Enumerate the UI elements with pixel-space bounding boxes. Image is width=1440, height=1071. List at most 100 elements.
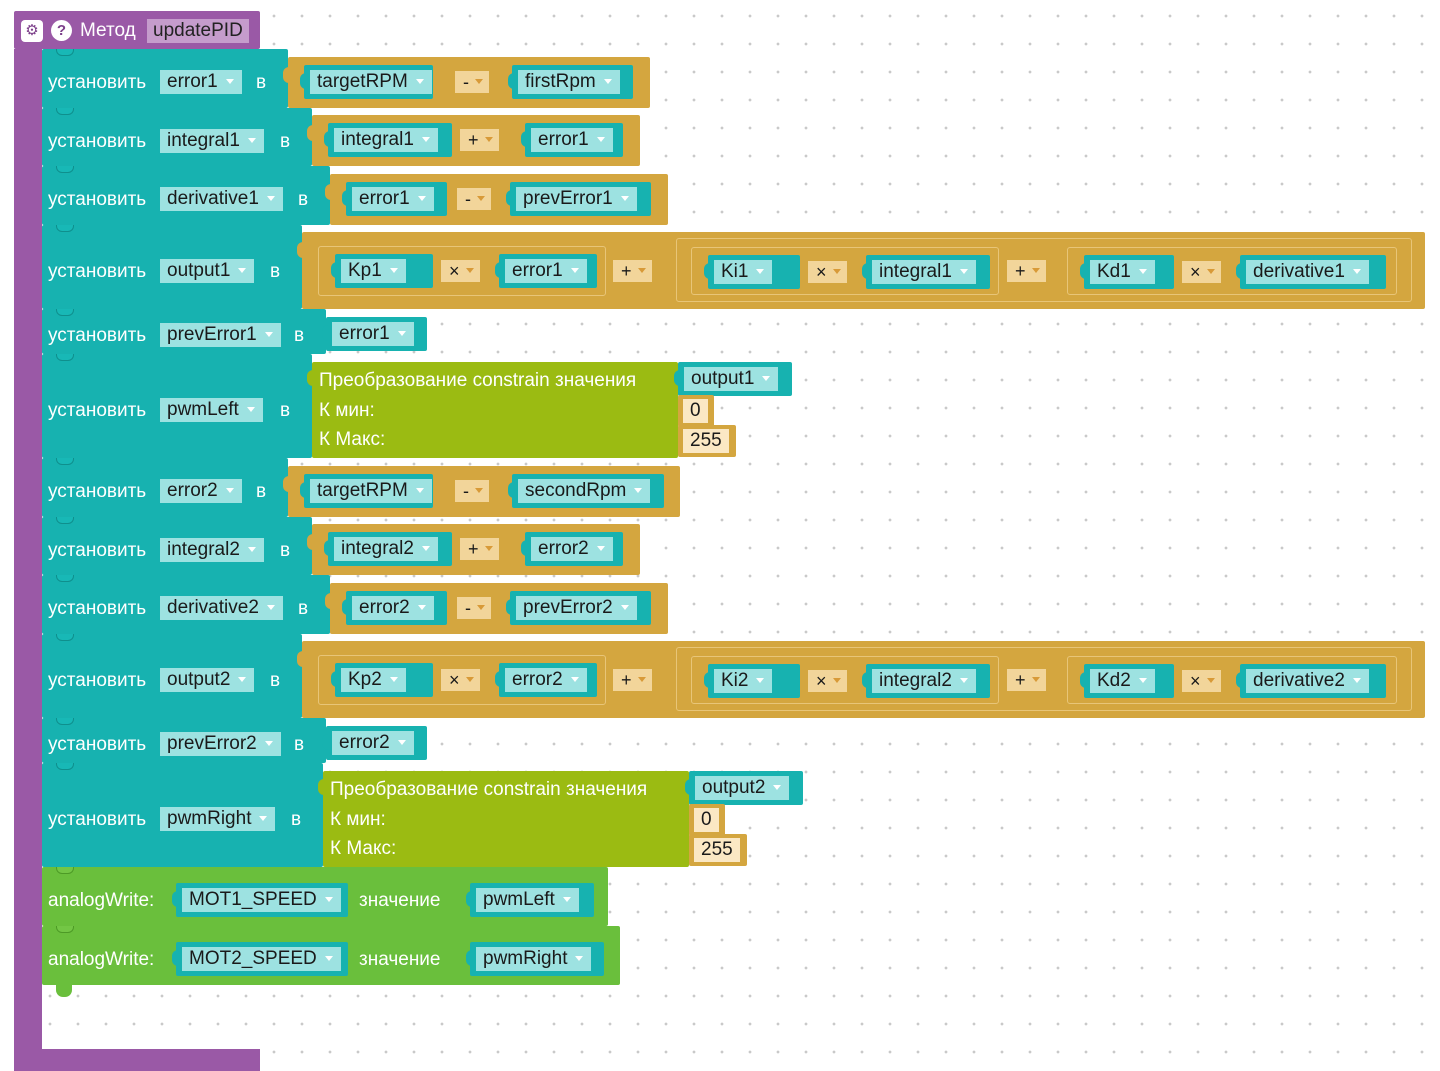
gear-icon[interactable]: ⚙ [21, 20, 43, 42]
variable-block-MOT2_SPEED[interactable]: MOT2_SPEED [172, 942, 348, 976]
math-times-block-Kp2-error2[interactable]: Kp2 × error2 [318, 655, 606, 705]
variable-block-integral2[interactable]: integral2 [324, 532, 452, 566]
variable-block-error1[interactable]: error1 [342, 182, 447, 216]
constrain-block[interactable]: Преобразование constrain значения К мин:… [307, 362, 678, 458]
variable-block-Ki1[interactable]: Ki1 [704, 255, 800, 289]
variable-block-derivative2[interactable]: derivative2 [1236, 664, 1386, 698]
variable-dropdown[interactable]: Kd1 [1090, 260, 1155, 284]
constrain-block[interactable]: Преобразование constrain значения К мин:… [318, 771, 689, 867]
variable-dropdown[interactable]: output1 [684, 367, 779, 391]
variable-dropdown[interactable]: secondRpm [518, 479, 651, 503]
variable-block-error2[interactable]: error2 [322, 726, 427, 760]
set-block-pwmRight[interactable]: установить pwmRight в [42, 763, 323, 867]
operator-dropdown-times[interactable]: × [808, 261, 847, 283]
variable-dropdown[interactable]: integral2 [872, 669, 976, 693]
operator-dropdown-plus[interactable]: + [613, 260, 652, 282]
variable-dropdown[interactable]: Ki1 [714, 260, 773, 284]
variable-dropdown[interactable]: error2 [332, 731, 414, 755]
variable-dropdown[interactable]: error2 [160, 479, 242, 503]
variable-dropdown[interactable]: prevError2 [160, 732, 281, 756]
variable-block-error2[interactable]: error2 [342, 591, 447, 625]
variable-dropdown[interactable]: error2 [352, 596, 434, 620]
variable-dropdown[interactable]: pwmLeft [476, 888, 579, 912]
variable-dropdown[interactable]: error2 [505, 668, 587, 692]
variable-block-prevError2[interactable]: prevError2 [506, 591, 651, 625]
variable-dropdown[interactable]: integral1 [160, 129, 264, 153]
variable-block-error2[interactable]: error2 [495, 663, 597, 697]
operator-dropdown-plus[interactable]: + [460, 538, 499, 560]
variable-block-output2[interactable]: output2 [685, 771, 803, 805]
variable-block-Kp1[interactable]: Kp1 [331, 254, 433, 288]
number-block-max[interactable]: 255 [678, 425, 736, 457]
set-block-derivative2[interactable]: установить derivative2 в [42, 575, 330, 634]
variable-dropdown[interactable]: prevError1 [516, 187, 637, 211]
variable-dropdown[interactable]: error1 [531, 128, 613, 152]
analogwrite-block-2[interactable]: analogWrite: MOT2_SPEED значение pwmRigh… [42, 926, 620, 985]
math-plus-block[interactable]: integral1 + error1 [307, 115, 640, 166]
math-times-block-Ki1-integral1[interactable]: Ki1 × integral1 [691, 247, 999, 295]
operator-dropdown-minus[interactable]: - [457, 597, 491, 619]
set-block-prevError2[interactable]: установить prevError2 в [42, 718, 326, 763]
operator-dropdown-times[interactable]: × [808, 670, 847, 692]
number-field[interactable]: 0 [683, 399, 708, 423]
variable-dropdown[interactable]: integral1 [334, 128, 438, 152]
variable-block-integral1[interactable]: integral1 [324, 123, 452, 157]
variable-dropdown[interactable]: prevError2 [516, 596, 637, 620]
variable-block-error1[interactable]: error1 [322, 317, 427, 351]
variable-dropdown[interactable]: Kp2 [341, 668, 406, 692]
variable-block-error2[interactable]: error2 [521, 532, 623, 566]
variable-dropdown[interactable]: MOT2_SPEED [182, 947, 341, 971]
variable-block-pwmRight[interactable]: pwmRight [466, 942, 604, 976]
operator-dropdown-times[interactable]: × [441, 260, 480, 282]
variable-dropdown[interactable]: pwmRight [476, 947, 592, 971]
operator-dropdown-minus[interactable]: - [455, 71, 489, 93]
variable-block-error1[interactable]: error1 [521, 123, 623, 157]
operator-dropdown-plus[interactable]: + [460, 129, 499, 151]
help-icon[interactable]: ? [51, 20, 72, 41]
variable-block-pwmLeft[interactable]: pwmLeft [466, 883, 594, 917]
variable-block-output1[interactable]: output1 [674, 362, 792, 396]
variable-dropdown[interactable]: Kd2 [1090, 669, 1155, 693]
variable-dropdown[interactable]: error1 [160, 70, 242, 94]
variable-block-integral2[interactable]: integral2 [862, 664, 990, 698]
set-block-output1[interactable]: установить output1 в [42, 225, 302, 309]
variable-block-firstRpm[interactable]: firstRpm [508, 65, 633, 99]
math-plus-block-outer[interactable]: Kp2 × error2 + Ki2 × integral2 + Kd2 × d… [297, 641, 1425, 718]
math-plus-block-outer[interactable]: Kp1 × error1 + Ki1 × integral1 + Kd1 × d… [297, 232, 1425, 309]
variable-block-integral1[interactable]: integral1 [862, 255, 990, 289]
variable-dropdown[interactable]: output2 [160, 668, 255, 692]
set-block-integral2[interactable]: установить integral2 в [42, 517, 312, 575]
math-minus-block[interactable]: error2 - prevError2 [325, 583, 668, 634]
set-block-error2[interactable]: установить error2 в [42, 458, 288, 517]
variable-dropdown[interactable]: error1 [505, 259, 587, 283]
math-plus-block-inner[interactable]: Ki1 × integral1 + Kd1 × derivative1 [676, 238, 1412, 302]
set-block-output2[interactable]: установить output2 в [42, 634, 302, 718]
variable-dropdown[interactable]: error1 [352, 187, 434, 211]
math-times-block-Kd2-derivative2[interactable]: Kd2 × derivative2 [1067, 656, 1397, 704]
variable-dropdown[interactable]: Kp1 [341, 259, 406, 283]
variable-block-targetRPM[interactable]: targetRPM [300, 474, 433, 508]
number-block-min[interactable]: 0 [678, 395, 714, 427]
variable-dropdown[interactable]: firstRpm [518, 70, 620, 94]
variable-dropdown[interactable]: prevError1 [160, 323, 281, 347]
variable-dropdown[interactable]: targetRPM [310, 70, 432, 94]
number-field[interactable]: 255 [694, 838, 740, 862]
variable-dropdown[interactable]: derivative1 [1246, 260, 1369, 284]
set-block-integral1[interactable]: установить integral1 в [42, 108, 312, 166]
operator-dropdown-times[interactable]: × [1182, 670, 1221, 692]
operator-dropdown-plus[interactable]: + [1007, 260, 1046, 282]
math-plus-block[interactable]: integral2 + error2 [307, 524, 640, 575]
variable-dropdown[interactable]: targetRPM [310, 479, 432, 503]
variable-dropdown[interactable]: integral1 [872, 260, 976, 284]
variable-block-Ki2[interactable]: Ki2 [704, 664, 800, 698]
math-minus-block[interactable]: error1 - prevError1 [325, 174, 668, 225]
variable-dropdown[interactable]: output2 [695, 776, 790, 800]
variable-dropdown[interactable]: error2 [531, 537, 613, 561]
analogwrite-block-1[interactable]: analogWrite: MOT1_SPEED значение pwmLeft [42, 867, 608, 926]
variable-block-targetRPM[interactable]: targetRPM [300, 65, 433, 99]
operator-dropdown-times[interactable]: × [1182, 261, 1221, 283]
number-block-min[interactable]: 0 [689, 804, 725, 836]
number-field[interactable]: 255 [683, 429, 729, 453]
variable-block-MOT1_SPEED[interactable]: MOT1_SPEED [172, 883, 348, 917]
variable-dropdown[interactable]: integral2 [160, 538, 264, 562]
